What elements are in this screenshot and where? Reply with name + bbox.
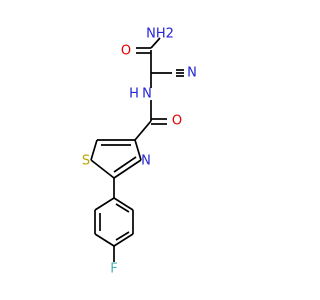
bond-ph-inner-3 xyxy=(115,203,130,213)
atom-label-n-thiazole: N xyxy=(141,154,151,169)
atom-label-f: F xyxy=(110,262,117,277)
bond-amide-c-nh2 xyxy=(150,37,161,49)
bond-ph-inner-2 xyxy=(115,231,130,241)
bond-thz-n-c4 xyxy=(134,139,142,161)
bond-carbonyl-thiazole xyxy=(134,120,152,141)
bond-thz-c2-n-inner xyxy=(113,156,137,173)
atom-label-nh-h: H xyxy=(129,87,139,102)
atom-labels: NH2 O CH N H N O S N F xyxy=(82,27,197,277)
bond-ph-6 xyxy=(113,197,134,211)
atom-label-n-nitrile: N xyxy=(187,66,197,81)
atom-label-nh-n: N xyxy=(142,87,152,102)
bond-ph-1 xyxy=(94,197,115,211)
atom-label-nh2: NH2 xyxy=(146,27,174,42)
bonds xyxy=(90,37,184,262)
bond-ph-4 xyxy=(113,233,134,247)
bond-thz-s-c2 xyxy=(90,159,115,179)
bond-thz-c5-s xyxy=(90,139,98,161)
bond-ph-3 xyxy=(94,233,115,247)
bond-thz-c2-n xyxy=(113,159,142,179)
atom-label-o-carbonyl: O xyxy=(172,114,182,129)
atom-label-s-thiazole: S xyxy=(82,154,90,169)
atom-label-o-amide: O xyxy=(121,44,131,59)
molecule-diagram: NH2 O CH N H N O S N F xyxy=(82,27,197,277)
